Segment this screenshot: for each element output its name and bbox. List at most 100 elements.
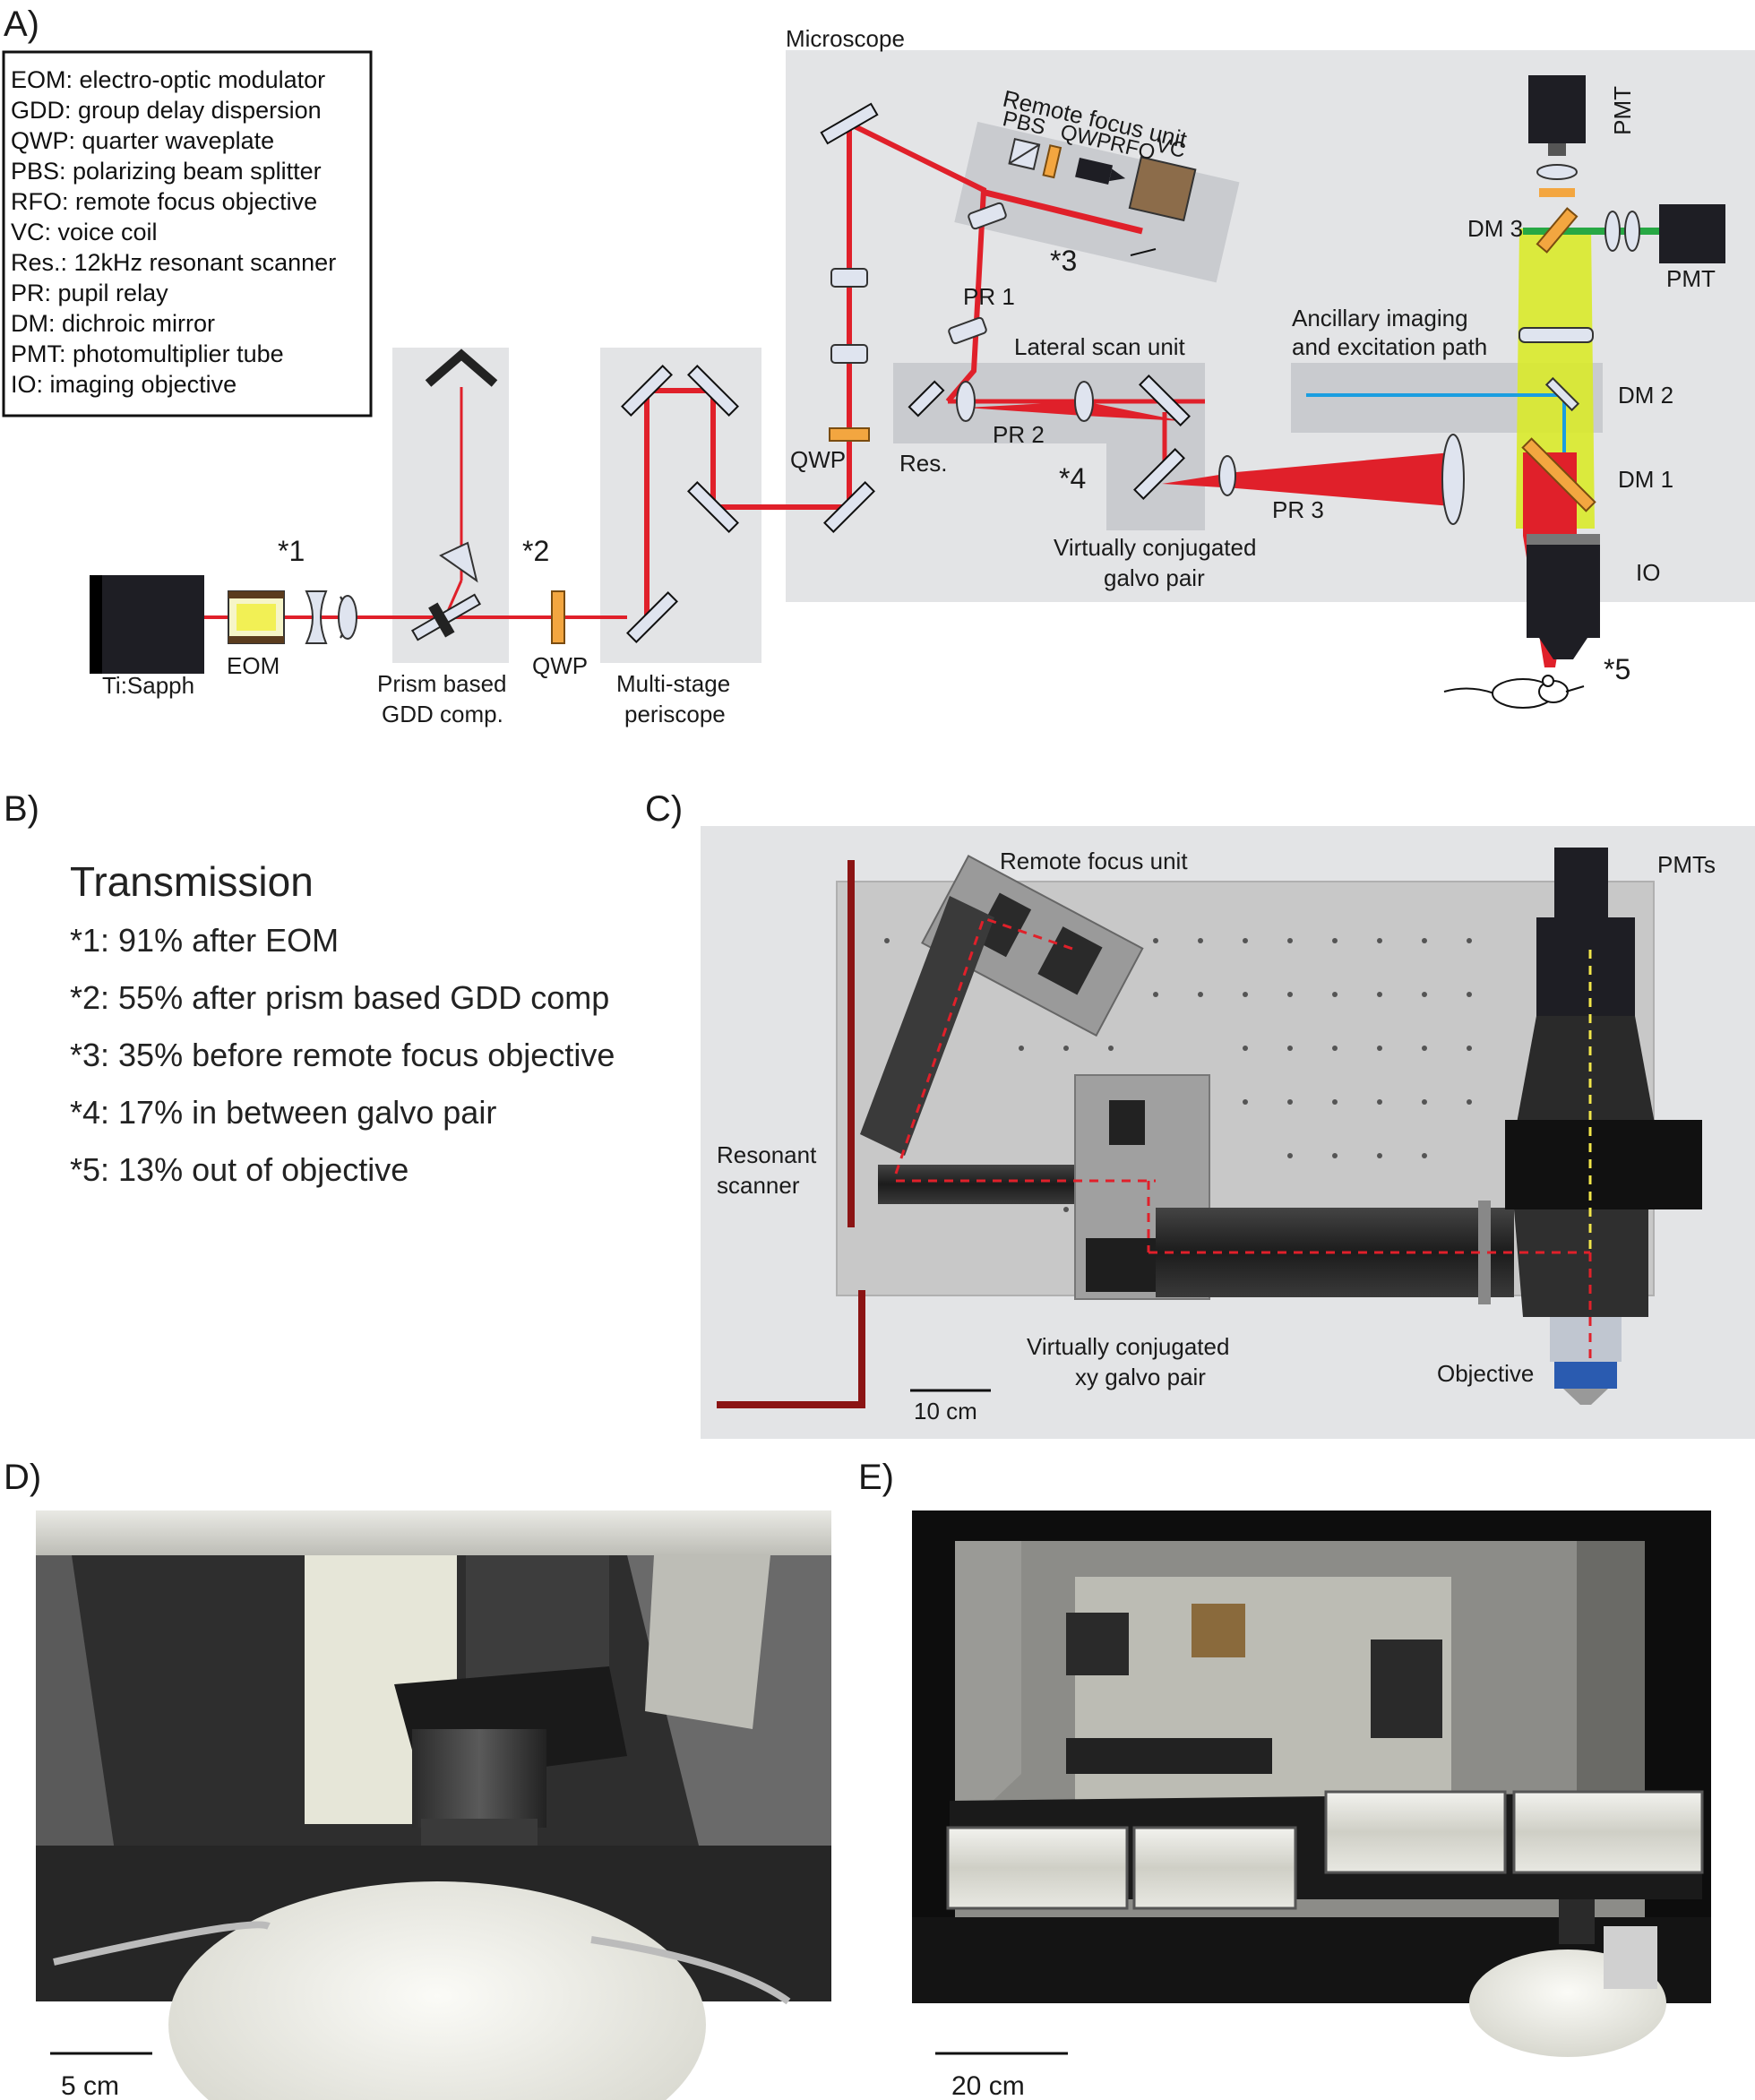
microscope-mirrors — [820, 102, 879, 533]
objective-collar — [1527, 534, 1600, 545]
vc-arrow — [1130, 248, 1157, 256]
panel-e-letter: E) — [858, 1458, 894, 1497]
pr3-label: PR 3 — [1272, 496, 1324, 523]
galvo-mirror — [1133, 448, 1185, 500]
mouse-icon — [1443, 675, 1585, 709]
breadboard-holes — [884, 938, 1472, 1266]
photo-d — [36, 1510, 831, 2100]
legend-item: RFO: remote focus objective — [11, 188, 317, 215]
transmission-item: *2: 55% after prism based GDD comp — [70, 979, 609, 1016]
lens — [830, 268, 868, 288]
pmt-right — [1659, 204, 1725, 263]
lens — [1518, 327, 1594, 343]
prism-label-1: Prism based — [377, 670, 507, 697]
lens — [1218, 455, 1236, 496]
lens — [305, 590, 328, 644]
cad-resonant-label-1: Resonant — [717, 1141, 817, 1168]
qwp-label: QWP — [532, 652, 588, 679]
legend: EOM: electro-optic modulator GDD: group … — [11, 66, 336, 398]
legend-item: Res.: 12kHz resonant scanner — [11, 249, 336, 276]
roof-mirror — [425, 349, 498, 387]
cad-beam-path — [894, 917, 1592, 1362]
dm2-label: DM 2 — [1618, 382, 1673, 409]
qwp-left-label: QWP — [790, 446, 846, 473]
legend-item: IO: imaging objective — [11, 371, 237, 398]
cad-galvo-label-1: Virtually conjugated — [1027, 1333, 1229, 1360]
transmission-item: *3: 35% before remote focus objective — [70, 1037, 615, 1073]
dichroic-mirror-3 — [1536, 207, 1579, 254]
panel-d-letter: D) — [4, 1458, 41, 1497]
cad-objective — [1554, 1362, 1617, 1389]
cad-objective-label: Objective — [1437, 1360, 1534, 1387]
legend-item: DM: dichroic mirror — [11, 310, 215, 337]
res-label: Res. — [899, 450, 947, 477]
star3-label: *3 — [1050, 245, 1077, 277]
ti-sapph-label: Ti:Sapph — [102, 672, 194, 699]
panel-a-letter: A) — [4, 4, 39, 44]
panel-c-letter: C) — [645, 789, 683, 829]
periscope-label-2: periscope — [624, 701, 726, 727]
ancillary-label-1: Ancillary imaging — [1292, 305, 1468, 331]
ancillary-label-2: and excitation path — [1292, 333, 1487, 360]
panel-b-letter: B) — [4, 789, 39, 829]
pr2-beam — [966, 401, 1183, 421]
legend-item: GDD: group delay dispersion — [11, 97, 322, 124]
scan-beam-cone — [1162, 452, 1451, 506]
star1-label: *1 — [278, 535, 305, 567]
prism-label-2: GDD comp. — [382, 701, 503, 727]
imaging-objective — [1527, 545, 1600, 638]
lens — [1441, 434, 1465, 525]
pmt-right-label: PMT — [1666, 265, 1716, 292]
photo-e — [912, 1510, 1711, 2057]
eom-label: EOM — [227, 652, 280, 679]
cad-diagonal-arm — [860, 896, 994, 1156]
photo-d-scale-label: 5 cm — [61, 2071, 119, 2100]
transmission-item: *5: 13% out of objective — [70, 1151, 409, 1188]
legend-item: PBS: polarizing beam splitter — [11, 158, 322, 185]
transmission-title: Transmission — [70, 858, 314, 905]
legend-item: QWP: quarter waveplate — [11, 127, 274, 154]
virt-conj-label-2: galvo pair — [1104, 564, 1205, 591]
resonant-scanner — [908, 380, 945, 417]
prism — [439, 541, 478, 583]
qwp-waveplate — [829, 427, 870, 442]
legend-box — [2, 50, 373, 417]
virt-conj-label-1: Virtually conjugated — [1054, 534, 1256, 561]
lens — [1074, 381, 1094, 422]
io-label: IO — [1636, 559, 1660, 586]
dichroic-mirror-2 — [1544, 376, 1580, 412]
periscope-mirrors — [621, 365, 739, 643]
pmt-top — [1528, 75, 1586, 143]
cad-resonant-label-2: scanner — [717, 1172, 800, 1199]
pr2-label: PR 2 — [993, 421, 1045, 448]
qwp-waveplate — [551, 590, 565, 644]
cad-galvo-label-2: xy galvo pair — [1075, 1364, 1206, 1390]
prism-mirror — [410, 593, 482, 641]
cad-remote-focus-label: Remote focus unit — [1000, 848, 1188, 874]
periscope-label-1: Multi-stage — [616, 670, 730, 697]
lateral-scan-label: Lateral scan unit — [1014, 333, 1186, 360]
legend-item: PMT: photomultiplier tube — [11, 340, 284, 367]
lens — [956, 381, 976, 422]
legend-item: EOM: electro-optic modulator — [11, 66, 325, 93]
galvo-mirror — [1139, 374, 1191, 426]
cad-scale-label: 10 cm — [914, 1398, 977, 1424]
star2-label: *2 — [522, 535, 549, 567]
lens — [968, 202, 1007, 230]
pr1-label: PR 1 — [963, 283, 1015, 310]
dichroic-mirror-1 — [1521, 437, 1596, 512]
legend-item: PR: pupil relay — [11, 280, 168, 306]
lens — [948, 316, 987, 345]
pmt-top-label: PMT — [1609, 86, 1636, 135]
lens — [830, 344, 868, 364]
dm3-label: DM 3 — [1467, 215, 1523, 242]
ti-sapph-laser — [90, 575, 204, 674]
star4-label: *4 — [1059, 462, 1086, 495]
transmission-item: *1: 91% after EOM — [70, 922, 339, 959]
star5-label: *5 — [1604, 653, 1630, 685]
dm1-label: DM 1 — [1618, 466, 1673, 493]
transmission-item: *4: 17% in between galvo pair — [70, 1094, 496, 1131]
photo-e-scale-label: 20 cm — [951, 2071, 1025, 2100]
cad-pmt-housing — [1554, 848, 1608, 919]
